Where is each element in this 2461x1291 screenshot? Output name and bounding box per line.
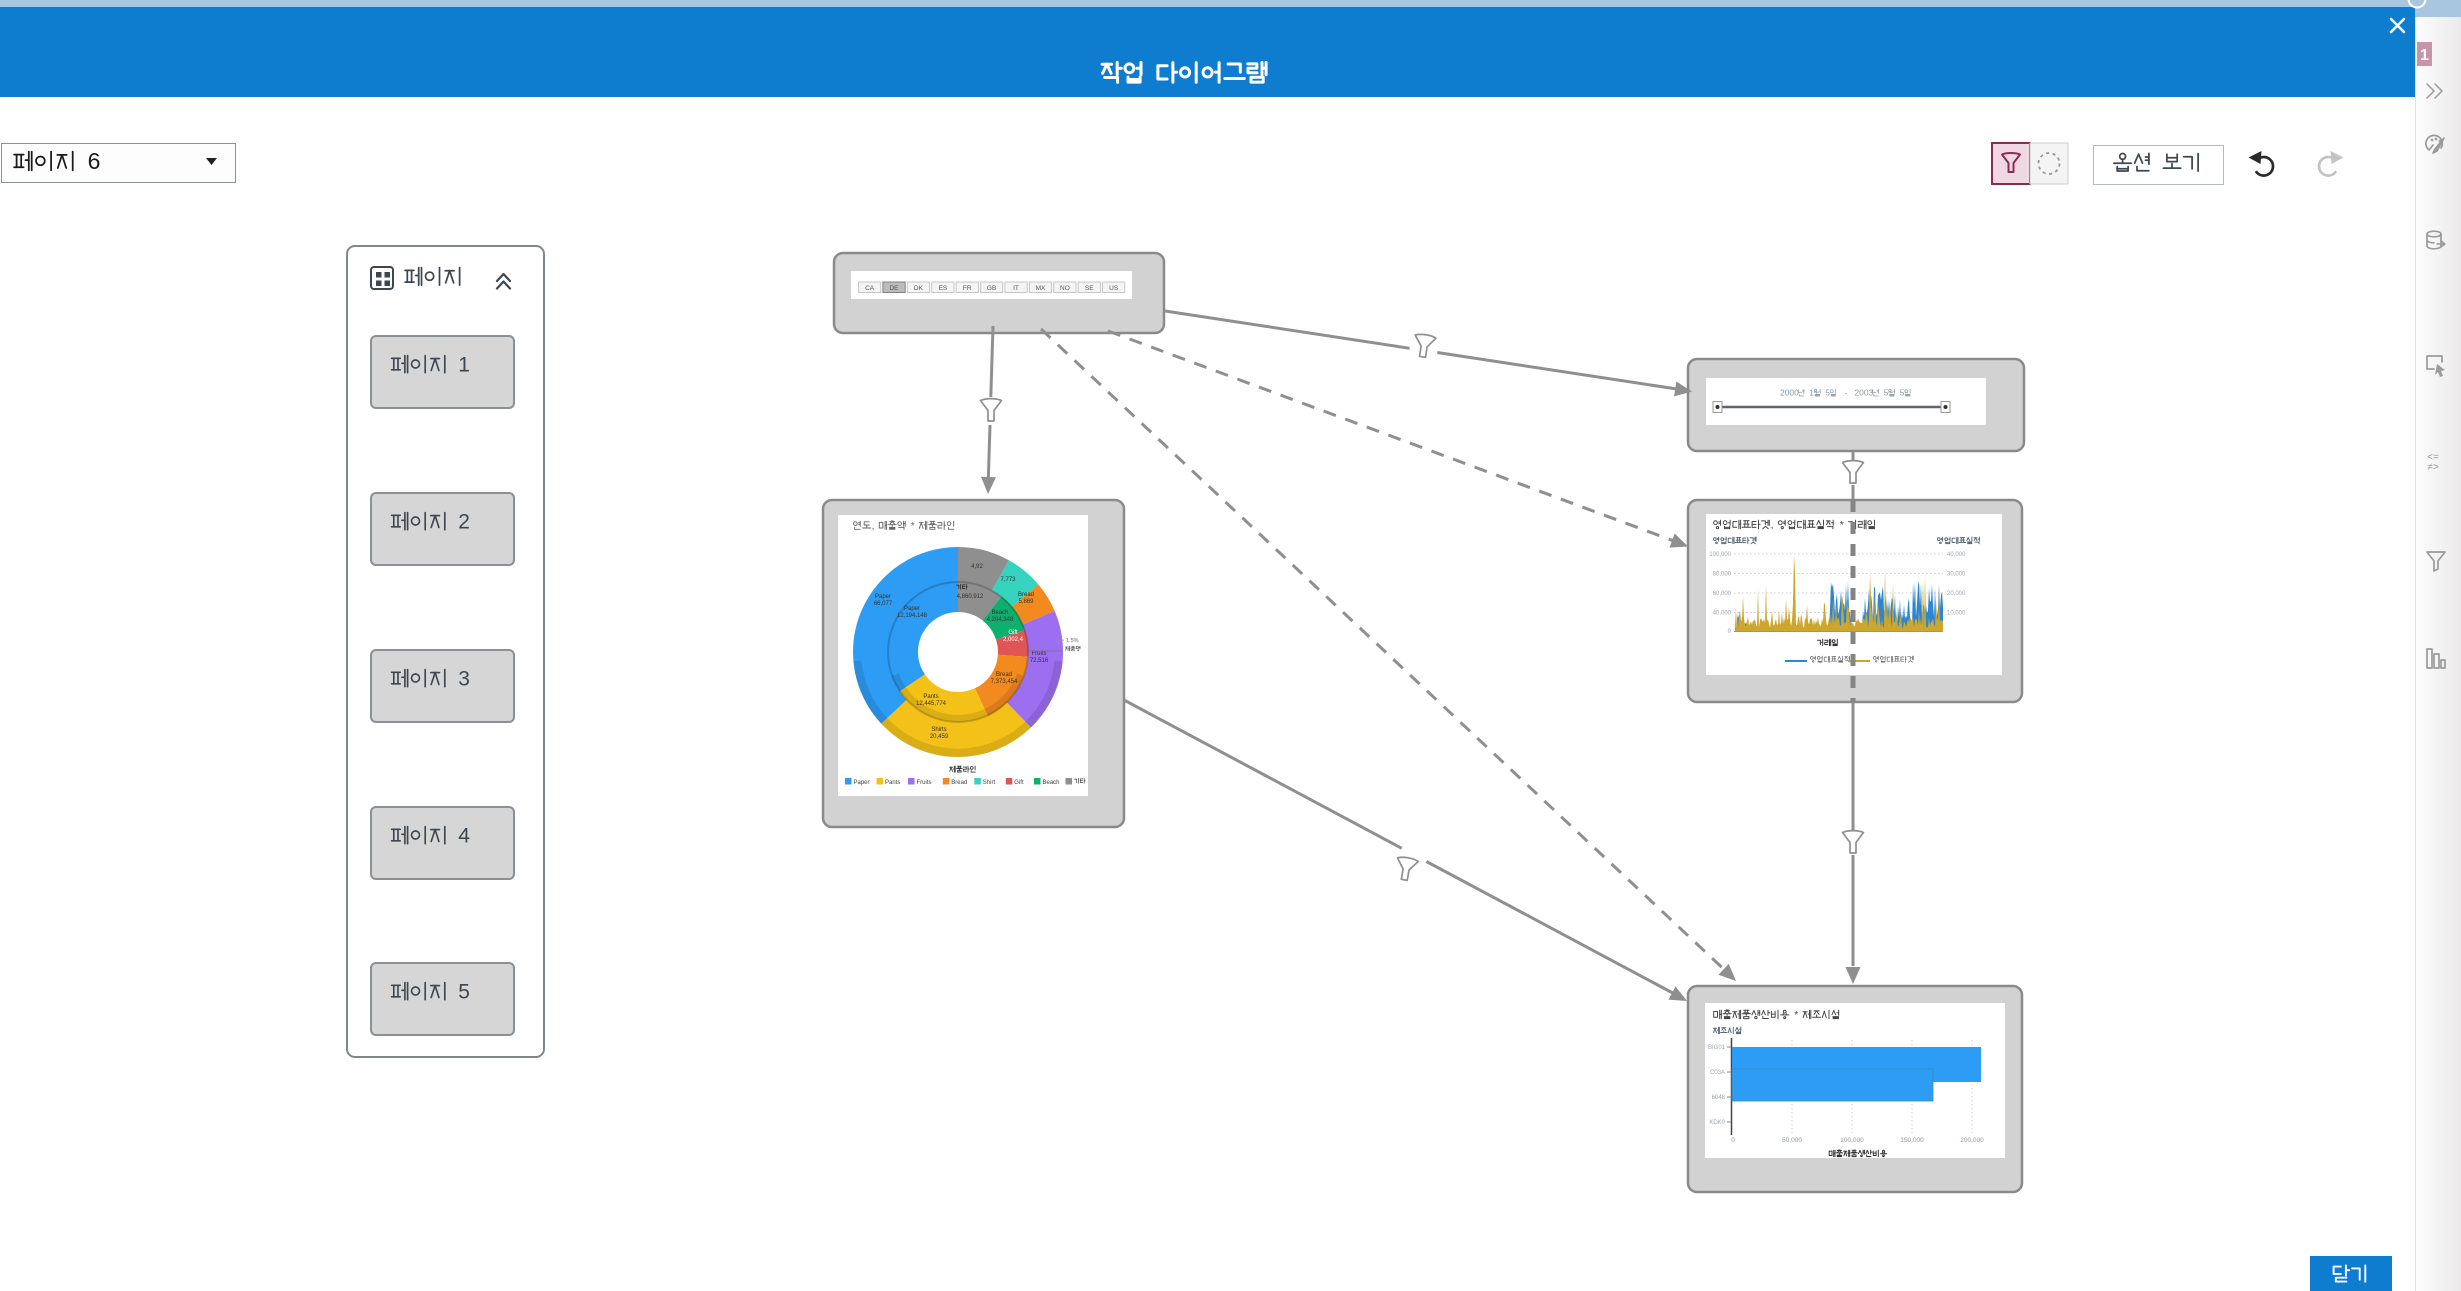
svg-text:1: 1 (458, 353, 470, 376)
svg-text:≠>: ≠> (2427, 463, 2439, 474)
svg-text:20,459: 20,459 (930, 734, 949, 740)
svg-text:Pants: Pants (923, 694, 938, 700)
svg-text:4,204,348: 4,204,348 (987, 617, 1014, 623)
svg-text:7,373,454: 7,373,454 (991, 679, 1018, 685)
svg-text:6048: 6048 (1712, 1095, 1726, 1101)
svg-text:2: 2 (458, 510, 470, 533)
svg-text:Fruits: Fruits (917, 780, 932, 786)
svg-text:1: 1 (2420, 47, 2429, 64)
svg-text:GB: GB (987, 285, 996, 292)
svg-text:BIG01: BIG01 (1708, 1045, 1726, 1051)
svg-text:SE: SE (1085, 285, 1094, 292)
svg-text:CA: CA (865, 285, 875, 292)
svg-text:3: 3 (458, 667, 470, 690)
svg-text:IT: IT (1013, 285, 1019, 292)
svg-text:DK: DK (914, 285, 924, 292)
svg-text:Beach: Beach (991, 610, 1008, 616)
svg-text:2,002,4: 2,002,4 (1003, 637, 1024, 643)
svg-text:DE: DE (889, 285, 899, 292)
svg-text:ES: ES (939, 285, 948, 292)
svg-text:,: , (872, 521, 875, 532)
svg-text:Pants: Pants (885, 780, 900, 786)
svg-text:1.5%: 1.5% (1066, 638, 1079, 644)
svg-text:Paper: Paper (854, 780, 870, 786)
svg-text:12,445,774: 12,445,774 (916, 701, 947, 707)
svg-text:Paper: Paper (875, 594, 891, 600)
svg-text:5: 5 (458, 980, 470, 1003)
svg-text:<=: <= (2427, 453, 2439, 464)
svg-text:66,077: 66,077 (874, 601, 893, 607)
svg-text:*: * (1794, 1010, 1798, 1021)
svg-text:US: US (1109, 285, 1119, 292)
svg-text:Gift: Gift (1014, 780, 1024, 786)
svg-text:Bread: Bread (951, 780, 967, 786)
svg-text:FR: FR (963, 285, 972, 292)
svg-text:*: * (911, 521, 915, 532)
svg-text:*: * (1840, 520, 1844, 531)
svg-text:Bread: Bread (1018, 592, 1034, 598)
svg-text:100,000: 100,000 (1709, 552, 1731, 558)
svg-text:5: 5 (1884, 388, 1889, 398)
svg-text:60,000: 60,000 (1713, 591, 1732, 597)
svg-text:Shirts: Shirts (931, 727, 946, 733)
svg-text:150,000: 150,000 (1900, 1137, 1924, 1144)
svg-text:40,000: 40,000 (1947, 552, 1966, 558)
svg-text:-: - (1845, 388, 1848, 398)
svg-text:KDK0: KDK0 (1709, 1120, 1725, 1126)
svg-text:100,000: 100,000 (1840, 1137, 1864, 1144)
svg-text:10,000: 10,000 (1947, 611, 1966, 617)
svg-text:4,92: 4,92 (971, 564, 983, 570)
svg-text:Fruits: Fruits (1032, 651, 1047, 657)
svg-text:80,000: 80,000 (1713, 572, 1732, 578)
svg-text:72,516: 72,516 (1030, 658, 1049, 664)
svg-text:Beach: Beach (1043, 780, 1060, 786)
svg-text:,: , (1771, 520, 1774, 531)
svg-text:MX: MX (1036, 285, 1046, 292)
svg-text:200,000: 200,000 (1960, 1137, 1984, 1144)
svg-text:C03A: C03A (1710, 1070, 1725, 1076)
svg-text:Bread: Bread (996, 672, 1012, 678)
svg-text:Paper: Paper (904, 606, 920, 612)
svg-text:40,000: 40,000 (1713, 611, 1732, 617)
svg-text:Gift: Gift (1008, 630, 1018, 636)
svg-text:50,000: 50,000 (1782, 1137, 1802, 1144)
svg-text:20,000: 20,000 (1947, 591, 1966, 597)
svg-text:2003: 2003 (1855, 388, 1874, 398)
svg-text:0: 0 (1728, 629, 1732, 635)
svg-text:5: 5 (1900, 388, 1905, 398)
svg-text:NO: NO (1060, 285, 1070, 292)
svg-text:1: 1 (1809, 388, 1814, 398)
svg-text:Shirt: Shirt (983, 780, 996, 786)
svg-text:0: 0 (1731, 1137, 1735, 1144)
svg-text:5,869: 5,869 (1018, 599, 1034, 605)
svg-text:4,860,912: 4,860,912 (957, 594, 984, 600)
svg-text:6: 6 (88, 148, 101, 174)
svg-text:5: 5 (1825, 388, 1830, 398)
svg-text:7,773: 7,773 (1000, 577, 1016, 583)
svg-text:4: 4 (458, 824, 470, 847)
svg-text:12,194,148: 12,194,148 (897, 613, 928, 619)
svg-text:30,000: 30,000 (1947, 572, 1966, 578)
svg-text:2000: 2000 (1780, 388, 1799, 398)
